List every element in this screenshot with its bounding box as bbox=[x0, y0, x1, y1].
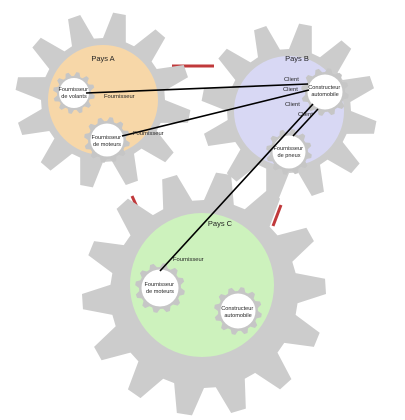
actor-constructeur-b-label: Constructeur automobile bbox=[308, 85, 342, 98]
relations: Fournisseur Client Fournisseur Client Fo… bbox=[85, 77, 319, 272]
relation-pneux-constructeur-b: Client bbox=[292, 108, 319, 137]
actor-pneux-label: Fournisseur de pneux bbox=[273, 146, 304, 159]
actor-constructeur-b: Constructeur automobile bbox=[301, 68, 349, 116]
relation-line bbox=[121, 89, 310, 137]
country-a-title: Pays A bbox=[91, 54, 114, 63]
actor-volants: Fournisseur de volants bbox=[53, 72, 95, 114]
actor-moteurs-a: Fournisseur de moteurs bbox=[84, 117, 130, 163]
relation-moteurs-a-constructeur-b: Fournisseur Client bbox=[121, 87, 310, 137]
relation-line bbox=[85, 83, 309, 94]
relation-client-label: Client bbox=[298, 112, 313, 118]
relation-client-label: Client bbox=[284, 77, 299, 83]
country-c: Pays C Fournisseur de moteurs Constructe… bbox=[82, 172, 326, 416]
relation-client-label: Client bbox=[283, 87, 298, 93]
actor-constructeur-b-face bbox=[307, 74, 343, 110]
relation-line bbox=[159, 103, 314, 272]
actor-moteurs-c: Fournisseur de moteurs bbox=[135, 263, 185, 313]
relation-line bbox=[292, 108, 319, 137]
actor-moteurs-a-label: Fournisseur de moteurs bbox=[91, 135, 122, 148]
actor-moteurs-c-face bbox=[141, 269, 179, 307]
relation-supplier-label: Fournisseur bbox=[133, 131, 164, 137]
relation-volants-constructeur-b: Fournisseur Client bbox=[85, 77, 309, 100]
actor-moteurs-c-label: Fournisseur de moteurs bbox=[144, 282, 175, 295]
country-c-title: Pays C bbox=[208, 219, 233, 228]
actor-moteurs-a-face bbox=[90, 123, 124, 157]
actor-constructeur-c-face bbox=[220, 293, 256, 329]
actor-constructeur-c-label: Constructeur automobile bbox=[221, 306, 255, 319]
actor-pneux-face bbox=[272, 135, 306, 169]
relation-moteurs-c-constructeur-b: Fournisseur Client bbox=[159, 102, 314, 272]
actor-pneux: Fournisseur de pneux bbox=[266, 129, 312, 175]
relation-supplier-label: Fournisseur bbox=[173, 257, 204, 263]
country-a: Pays A Fournisseur de volants Fournisseu… bbox=[15, 12, 191, 188]
relation-supplier-label: Fournisseur bbox=[104, 94, 135, 100]
actor-constructeur-c: Constructeur automobile bbox=[214, 287, 262, 335]
actor-volants-label: Fournisseur de volants bbox=[58, 87, 89, 100]
actor-volants-face bbox=[59, 78, 89, 108]
country-b: Pays B Constructeur automobile Fournisse… bbox=[201, 23, 377, 199]
country-a-zone bbox=[48, 45, 158, 155]
relation-client-label: Client bbox=[285, 102, 300, 108]
country-b-title: Pays B bbox=[285, 54, 309, 63]
border-link-b-c bbox=[271, 204, 283, 227]
